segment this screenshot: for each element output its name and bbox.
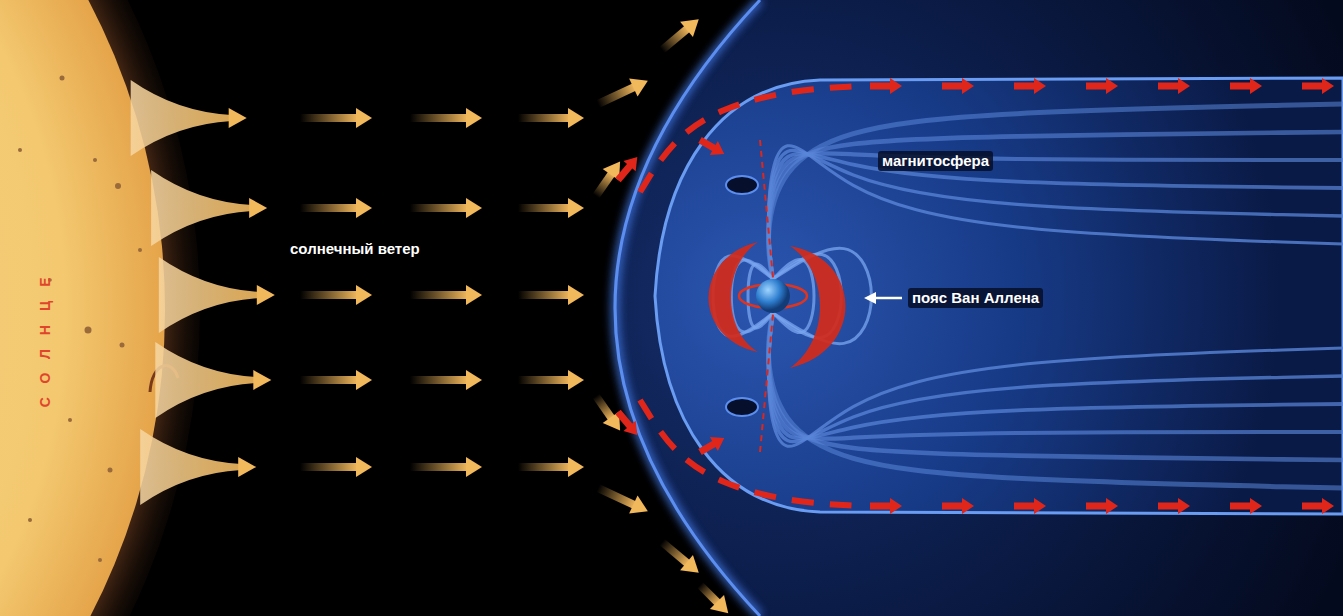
wind-arrow: [594, 479, 652, 520]
earth: [756, 279, 790, 313]
field-line: [769, 132, 1343, 281]
wind-arrow: [300, 285, 372, 305]
magnetopause: [655, 78, 1343, 514]
van-allen-belt: [790, 246, 846, 368]
van-allen-belt: [709, 242, 759, 352]
particle-arrow: [1014, 498, 1046, 514]
wind-arrow: [518, 198, 584, 218]
wind-arrow: [410, 457, 482, 477]
field-line: [769, 311, 1343, 442]
wind-arrow: [518, 457, 584, 477]
particle-arrow: [1086, 78, 1118, 94]
field-line: [769, 311, 1343, 460]
particle-arrow: [612, 407, 644, 440]
particle-arrow: [696, 133, 728, 161]
wind-arrow: [518, 370, 584, 390]
callout-label: пояс Ван Аллена: [908, 288, 1043, 308]
wind-arrow: [410, 285, 482, 305]
wind-arrow: [300, 370, 372, 390]
wind-arrow: [300, 457, 372, 477]
wind-arrow: [518, 108, 584, 128]
particle-flow-line: [760, 140, 773, 278]
wind-arrowhead: [238, 457, 256, 477]
pointer-arrow: [872, 297, 902, 300]
polar-cusp: [726, 398, 758, 416]
particle-arrow: [942, 498, 974, 514]
field-line: [769, 153, 1343, 281]
particle-arrow: [942, 78, 974, 94]
solar-plume: [140, 429, 241, 505]
field-line: [769, 311, 1343, 438]
region-label: солнечный ветер: [290, 240, 420, 258]
particle-arrow: [1014, 78, 1046, 94]
solar-plume: [151, 170, 252, 246]
wind-arrowhead: [257, 285, 275, 305]
wind-arrow: [300, 198, 372, 218]
solar-plume: [159, 257, 260, 333]
region-label: магнитосфера: [878, 151, 993, 171]
particle-arrow: [1302, 498, 1334, 514]
wind-arrow: [300, 108, 372, 128]
particle-arrow: [1302, 78, 1334, 94]
wind-arrow: [410, 108, 482, 128]
particle-flow: [612, 78, 1334, 514]
wind-arrow: [656, 11, 706, 57]
field-line: [769, 146, 1343, 281]
particle-flow-curve: [640, 400, 860, 506]
particle-arrow: [612, 152, 644, 185]
pointer-arrowhead: [864, 292, 876, 304]
particle-arrow: [1158, 78, 1190, 94]
wind-arrow: [410, 370, 482, 390]
field-line: [769, 311, 1343, 439]
wind-arrowhead: [253, 370, 271, 390]
solar-plumes: [131, 80, 275, 505]
field-line: [769, 154, 1343, 281]
wind-arrowhead: [249, 198, 267, 218]
particle-arrow: [870, 498, 902, 514]
particle-arrow: [696, 431, 728, 459]
particle-flow-curve: [640, 86, 860, 192]
wind-arrow: [410, 198, 482, 218]
vertical-title: СОЛНЦЕ: [37, 263, 54, 407]
field-lines: [713, 104, 1343, 488]
sunspots: [18, 76, 142, 563]
wind-arrow: [518, 285, 584, 305]
particle-arrow: [1158, 498, 1190, 514]
solar-plume: [131, 80, 232, 156]
particle-arrow: [1230, 498, 1262, 514]
wind-arrow: [594, 72, 652, 113]
solar-plume: [155, 342, 256, 418]
field-line: [769, 311, 1343, 446]
wind-arrowhead: [229, 108, 247, 128]
particle-arrow: [870, 78, 902, 94]
particle-arrow: [1086, 498, 1118, 514]
magnetosheath: [615, 0, 1343, 616]
particle-arrow: [1230, 78, 1262, 94]
particle-flow-line: [760, 314, 773, 452]
field-line: [769, 150, 1343, 281]
polar-cusp: [726, 176, 758, 194]
